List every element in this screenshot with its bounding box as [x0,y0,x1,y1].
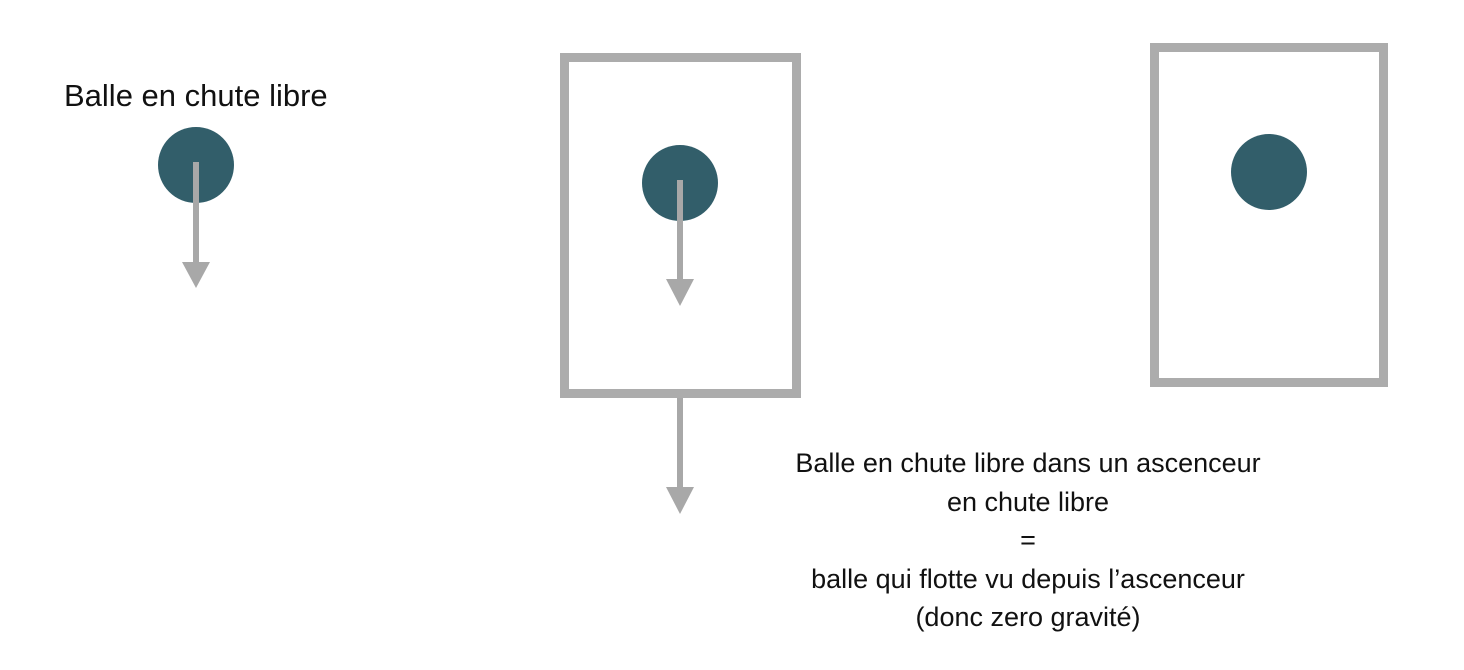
elevator-box [560,53,801,398]
panel-free-fall-ball [158,127,234,288]
caption-line: (donc zero gravité) [915,602,1141,632]
floating-ball [1231,134,1307,210]
ball-gravity-arrow [666,180,694,306]
caption-line: balle qui flotte vu depuis l’ascenceur [811,563,1245,594]
explanation-caption: Balle en chute libre dans un ascenceur e… [728,444,1328,637]
free-fall-title: Balle en chute libre [64,78,328,113]
caption-line: = [1020,525,1036,555]
elevator-box [1150,43,1388,387]
panel-elevator-frame [1150,43,1388,387]
panel-elevator-falling [560,53,801,514]
elevator-fall-arrow [666,398,694,514]
gravity-arrow [182,162,210,288]
caption-line: Balle en chute libre dans un ascenceur [795,448,1261,478]
caption-line: en chute libre [946,486,1110,517]
